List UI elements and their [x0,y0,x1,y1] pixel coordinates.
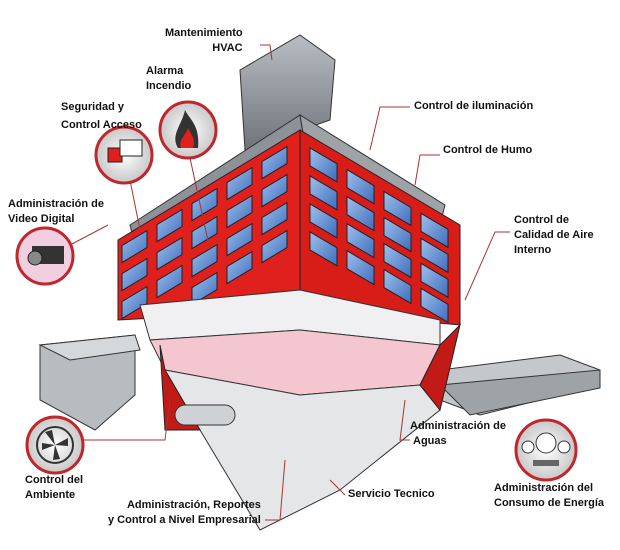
window [191,215,218,250]
window [309,203,338,239]
fire-alarm-icon [158,100,218,160]
label-line: y Control a Nivel Empresarial [108,514,261,526]
window [191,187,218,222]
access-card-icon [94,125,154,185]
window [420,212,449,249]
label-line: Control de iluminación [414,100,534,112]
window [346,249,375,286]
window [383,268,412,305]
window [261,145,288,180]
window [309,175,338,211]
label-line: Control Acceso [61,119,142,131]
window [261,201,288,236]
window [226,194,253,229]
fan-icon [25,415,85,475]
label-line: Administración del [494,482,594,494]
label-line: Administración, Reportes [126,499,261,511]
window [121,257,148,292]
hvac-unit [239,34,336,151]
window [226,166,253,201]
label-line: Ambiente [25,489,76,501]
window [261,229,288,264]
label-line: Control del [25,474,84,486]
window [261,173,288,208]
pipe [174,404,236,426]
window [346,195,375,232]
label-water-management: Administración de Aguas [410,419,506,449]
label-line: Interno [514,244,552,256]
label-enterprise-reports: Administración, Reportes y Control a Nive… [108,498,261,528]
window [309,147,338,183]
window [420,262,449,299]
security-camera-icon [15,226,75,286]
label-line: Mantenimiento [165,27,243,39]
window [226,250,253,285]
window [191,271,218,306]
window [121,229,148,264]
label-digital-video: Administración de Video Digital [8,197,104,227]
label-line: Video Digital [8,213,75,225]
label-line: Incendio [146,80,192,92]
label-line: Administración de [8,198,104,210]
window [346,222,375,259]
window [156,236,183,271]
label-line: Alarma [146,65,184,77]
label-line: Control de [514,214,569,226]
window [191,243,218,278]
window [383,216,412,253]
window [226,222,253,257]
label-line: Administración de [410,420,506,432]
label-line: Control de Humo [443,144,533,156]
label-line: Servicio Tecnico [348,488,435,500]
label-smoke-control: Control de Humo [443,143,532,158]
window [383,242,412,279]
label-line: HVAC [212,42,243,54]
label-line: Seguridad y [61,101,124,113]
label-line: Consumo de Energía [494,497,605,509]
window [309,231,338,267]
window [121,285,148,320]
window [420,237,449,274]
label-lighting-control: Control de iluminación [414,99,533,114]
window [383,190,412,227]
window [156,208,183,243]
window [346,168,375,205]
label-line: Aguas [413,435,447,447]
label-line: Calidad de Aire [514,229,594,241]
label-technical-service: Servicio Tecnico [348,487,435,502]
energy-gauge-icon [514,418,578,482]
window [156,264,183,299]
label-access-control: Seguridad y Control Acceso [61,98,142,134]
window [420,287,449,324]
